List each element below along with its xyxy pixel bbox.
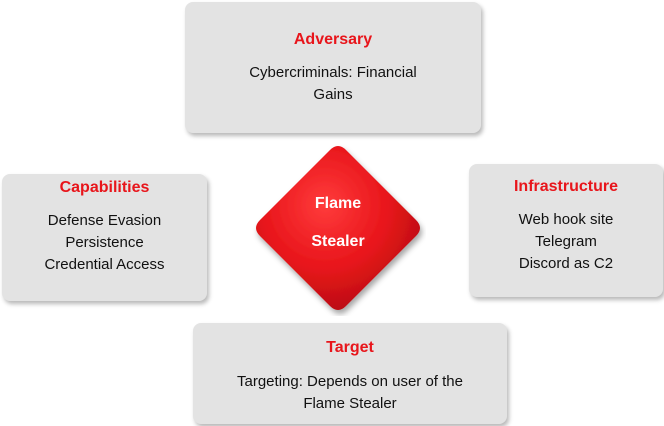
target-title: Target <box>326 339 374 356</box>
target-box: Target Targeting: Depends on user of the… <box>193 323 507 424</box>
infrastructure-line: Web hook site <box>518 211 614 228</box>
diamond-shape <box>256 146 420 310</box>
adversary-line: Cybercriminals: Financial <box>249 64 417 81</box>
adversary-line: Gains <box>313 86 353 103</box>
target-line: Flame Stealer <box>303 395 397 412</box>
diamond-label-line2: Stealer <box>311 233 365 250</box>
capabilities-title: Capabilities <box>59 179 150 196</box>
capabilities-box: Capabilities Defense Evasion Persistence… <box>2 174 207 301</box>
center-diamond: Flame Stealer <box>250 140 426 316</box>
infrastructure-line: Discord as C2 <box>518 255 614 272</box>
capabilities-line: Defense Evasion <box>47 212 162 229</box>
infrastructure-line: Telegram <box>535 233 597 250</box>
capabilities-line: Persistence <box>65 234 144 251</box>
infrastructure-title: Infrastructure <box>513 178 619 195</box>
adversary-title: Adversary <box>293 31 373 48</box>
infrastructure-box: Infrastructure Web hook site Telegram Di… <box>469 164 663 297</box>
diamond-label-line1: Flame <box>314 195 362 212</box>
adversary-box: Adversary Cybercriminals: Financial Gain… <box>185 2 481 133</box>
capabilities-line: Credential Access <box>44 256 165 273</box>
target-line: Targeting: Depends on user of the <box>237 373 463 390</box>
